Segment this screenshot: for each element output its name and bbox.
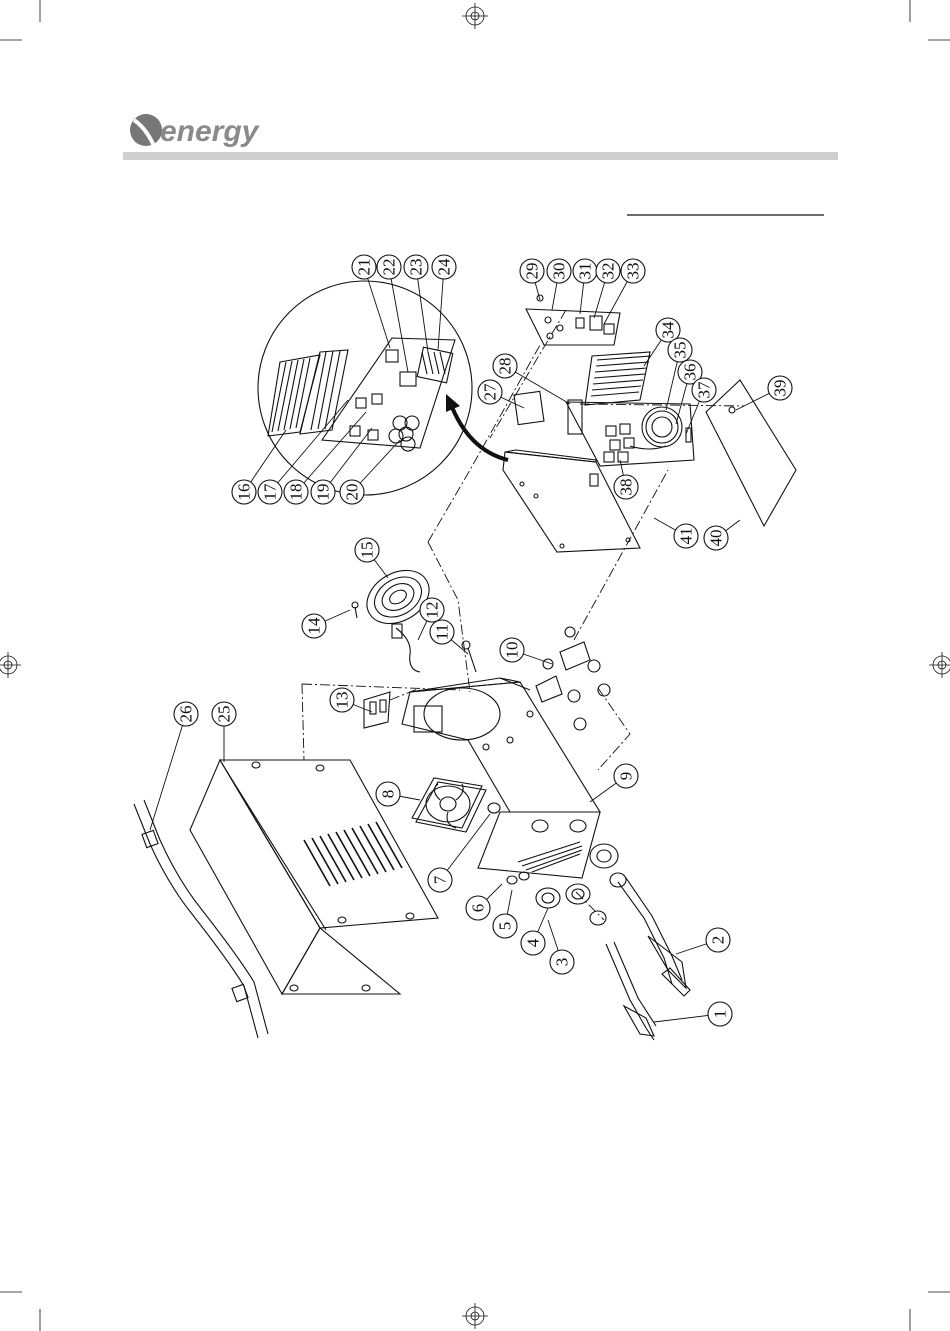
callout-4: 4 — [521, 908, 548, 955]
handle-strap-26 — [134, 800, 268, 1038]
callout-23: 23 — [404, 255, 428, 352]
callout-number: 4 — [524, 938, 543, 947]
callout-22: 22 — [377, 255, 408, 372]
callout-41: 41 — [654, 518, 698, 548]
callout-3: 3 — [548, 920, 574, 974]
callout-30: 30 — [547, 259, 571, 310]
callout-6: 6 — [466, 884, 502, 920]
header-bar — [123, 152, 838, 160]
detail-arrow — [450, 402, 508, 460]
callout-number: 11 — [433, 624, 452, 640]
callout-number: 32 — [599, 263, 618, 280]
callout-29: 29 — [520, 259, 544, 300]
electrode-holder-1 — [606, 942, 656, 1040]
callout-2: 2 — [676, 928, 730, 954]
callout-5: 5 — [493, 890, 517, 938]
registration-mark-bottom — [462, 1303, 488, 1329]
callout-number: 21 — [355, 259, 374, 276]
callout-8: 8 — [376, 782, 420, 806]
callout-number: 27 — [481, 383, 500, 401]
callout-number: 10 — [503, 642, 522, 659]
callout-number: 37 — [695, 381, 714, 399]
callout-number: 5 — [496, 922, 515, 931]
callout-number: 41 — [677, 528, 696, 545]
callout-25: 25 — [212, 702, 236, 762]
callout-number: 35 — [671, 342, 690, 359]
assembly-lines — [302, 310, 744, 920]
detail-heatsinks — [268, 350, 348, 436]
callout-number: 17 — [261, 483, 280, 501]
callout-number: 15 — [358, 542, 377, 559]
callout-number: 13 — [333, 692, 352, 709]
power-board — [566, 402, 694, 466]
registration-mark-left — [0, 652, 21, 678]
callout-number: 31 — [576, 263, 595, 280]
callout-number: 25 — [215, 706, 234, 723]
callout-number: 16 — [235, 484, 254, 501]
callout-28: 28 — [493, 354, 570, 404]
callout-number: 14 — [305, 617, 324, 635]
callout-number: 6 — [469, 904, 488, 913]
callout-number: 8 — [379, 790, 398, 799]
callout-number: 36 — [681, 364, 700, 381]
top-cover-25 — [190, 760, 438, 994]
callout-26: 26 — [150, 702, 198, 830]
callout-39: 39 — [736, 376, 792, 410]
callout-9: 9 — [590, 764, 638, 802]
cooling-fan-8 — [412, 778, 486, 832]
power-cable-12 — [396, 628, 420, 672]
callout-11: 11 — [430, 620, 468, 654]
callout-number: 24 — [435, 258, 454, 276]
callout-32: 32 — [594, 259, 620, 318]
callout-number: 33 — [624, 263, 643, 280]
leader-line — [150, 714, 186, 830]
callout-1: 1 — [654, 1002, 732, 1026]
control-board — [526, 309, 620, 345]
callout-number: 2 — [709, 936, 728, 945]
callout-14: 14 — [302, 610, 350, 638]
detail-board — [322, 338, 455, 451]
brand-logo: energy — [130, 114, 260, 148]
insulation-sheet-40 — [706, 380, 796, 526]
callout-number: 29 — [523, 263, 542, 280]
callout-number: 19 — [314, 484, 333, 501]
callout-number: 7 — [431, 875, 450, 884]
fan-guard-15 — [357, 560, 438, 635]
callout-number: 26 — [177, 706, 196, 723]
callout-number: 18 — [287, 484, 306, 501]
callout-40: 40 — [704, 520, 740, 550]
callout-24: 24 — [432, 255, 456, 350]
registration-mark-top — [462, 3, 488, 29]
callout-number: 23 — [407, 259, 426, 276]
callout-15: 15 — [355, 538, 388, 578]
callout-number: 38 — [617, 479, 636, 496]
heatsink-34 — [585, 352, 651, 405]
base-plate — [503, 391, 640, 552]
brand-name: energy — [160, 115, 260, 148]
callout-number: 28 — [496, 358, 515, 375]
callout-number: 1 — [711, 1010, 730, 1019]
callout-number: 22 — [380, 259, 399, 276]
callout-number: 12 — [423, 602, 442, 619]
callout-number: 40 — [707, 530, 726, 547]
callout-number: 20 — [343, 484, 362, 501]
registration-mark-right — [929, 652, 950, 678]
callout-number: 3 — [553, 958, 572, 967]
callout-number: 9 — [617, 772, 636, 781]
earth-clamp-2 — [618, 878, 690, 996]
callout-number: 39 — [771, 380, 790, 397]
callout-31: 31 — [573, 259, 597, 314]
front-panel-9 — [478, 812, 600, 878]
terminal-brackets-10 — [536, 627, 610, 730]
callout-38: 38 — [614, 460, 638, 499]
callout-number: 34 — [659, 321, 678, 339]
callout-number: 30 — [550, 263, 569, 280]
